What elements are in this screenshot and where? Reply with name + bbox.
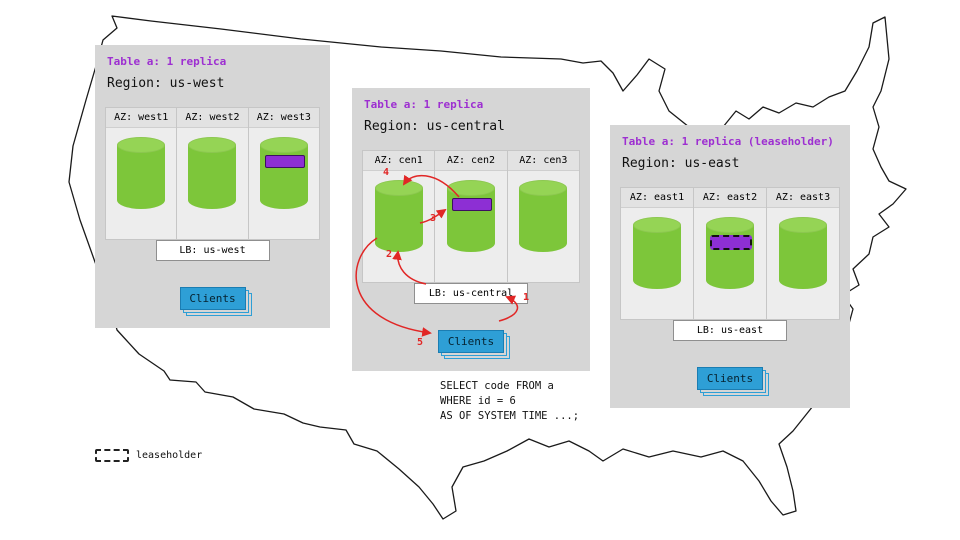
legend-label: leaseholder [136, 450, 203, 461]
flow-step-number: 4 [383, 167, 390, 178]
az-row: AZ: east1 AZ: east2 AZ: east3 [620, 187, 840, 320]
flow-step-number: 1 [523, 292, 530, 303]
replica-cylinder-icon [519, 180, 568, 252]
sql-line: AS OF SYSTEM TIME ...; [440, 410, 580, 423]
region-panel-us-east: Table a: 1 replica (leaseholder) Region:… [610, 125, 850, 408]
flow-step-number: 5 [417, 337, 424, 348]
az-column-cen1: AZ: cen1 [363, 151, 435, 282]
az-column-west1: AZ: west1 [106, 108, 177, 239]
region-label: Region: us-central [364, 119, 505, 134]
az-label: AZ: east2 [694, 188, 766, 208]
sql-line: SELECT code FROM a [440, 380, 554, 392]
az-label: AZ: west1 [106, 108, 177, 128]
flow-step-number: 3 [430, 213, 437, 224]
az-row: AZ: west1 AZ: west2 AZ: west3 [105, 107, 320, 240]
cylinder-body [519, 188, 568, 252]
region-label: Region: us-west [107, 76, 225, 91]
az-label: AZ: east1 [621, 188, 693, 208]
cylinder-top [259, 137, 308, 153]
az-column-cen3: AZ: cen3 [506, 151, 579, 282]
table-replica-label: Table a: 1 replica (leaseholder) [622, 135, 834, 148]
sql-query-text: SELECT code FROM a WHERE id = 6 AS OF SY… [432, 373, 608, 431]
az-column-east3: AZ: east3 [766, 188, 839, 319]
load-balancer-box: LB: us-east [673, 320, 787, 341]
sql-line: WHERE id = 6 [440, 395, 516, 408]
cylinder-top [779, 217, 827, 233]
cylinder-body [374, 188, 423, 252]
az-body [249, 137, 319, 239]
az-label: AZ: east3 [767, 188, 839, 208]
cylinder-top [446, 180, 495, 196]
az-label: AZ: cen2 [435, 151, 507, 171]
az-body [177, 137, 247, 239]
az-body [621, 217, 693, 319]
table-replica-label: Table a: 1 replica [364, 98, 484, 111]
replica-range-band [451, 198, 492, 211]
load-balancer-box: LB: us-central [414, 283, 528, 304]
az-column-east1: AZ: east1 [621, 188, 693, 319]
cylinder-top [117, 137, 166, 153]
replica-cylinder-icon [259, 137, 308, 209]
replica-cylinder-icon [117, 137, 166, 209]
legend: leaseholder [95, 449, 202, 462]
az-label: AZ: cen3 [507, 151, 579, 171]
replica-cylinder-icon [633, 217, 681, 289]
clients-box: Clients [179, 287, 246, 310]
region-panel-us-west: Table a: 1 replica Region: us-west AZ: w… [95, 45, 330, 328]
replica-range-band [264, 155, 305, 168]
replica-cylinder-icon [374, 180, 423, 252]
cylinder-top [706, 217, 754, 233]
az-column-west3: AZ: west3 [247, 108, 319, 239]
leaseholder-range-band [710, 235, 752, 250]
az-body [106, 137, 176, 239]
cylinder-body [188, 145, 237, 209]
table-replica-label: Table a: 1 replica [107, 55, 227, 68]
clients-box: Clients [697, 367, 763, 390]
az-label: AZ: west3 [248, 108, 319, 128]
region-panel-us-central: Table a: 1 replica Region: us-central AZ… [352, 88, 590, 371]
cylinder-top [519, 180, 568, 196]
az-column-west2: AZ: west2 [176, 108, 248, 239]
cylinder-body [779, 225, 827, 289]
replica-cylinder-icon [706, 217, 754, 289]
az-label: AZ: west2 [177, 108, 248, 128]
cylinder-body [633, 225, 681, 289]
cylinder-top [374, 180, 423, 196]
az-column-east2: AZ: east2 [693, 188, 766, 319]
cylinder-top [188, 137, 237, 153]
az-body [508, 180, 579, 282]
region-label: Region: us-east [622, 156, 740, 171]
az-body [435, 180, 506, 282]
load-balancer-box: LB: us-west [155, 240, 270, 261]
replica-cylinder-icon [446, 180, 495, 252]
replica-cylinder-icon [188, 137, 237, 209]
az-row: AZ: cen1 AZ: cen2 AZ: cen3 [362, 150, 580, 283]
az-column-cen2: AZ: cen2 [434, 151, 507, 282]
az-body [767, 217, 839, 319]
clients-box: Clients [438, 330, 504, 353]
leaseholder-legend-swatch [95, 449, 129, 462]
flow-step-number: 2 [386, 249, 393, 260]
az-label: AZ: cen1 [363, 151, 435, 171]
cylinder-top [633, 217, 681, 233]
az-body [363, 180, 434, 282]
replica-cylinder-icon [779, 217, 827, 289]
az-body [694, 217, 766, 319]
cylinder-body [117, 145, 166, 209]
